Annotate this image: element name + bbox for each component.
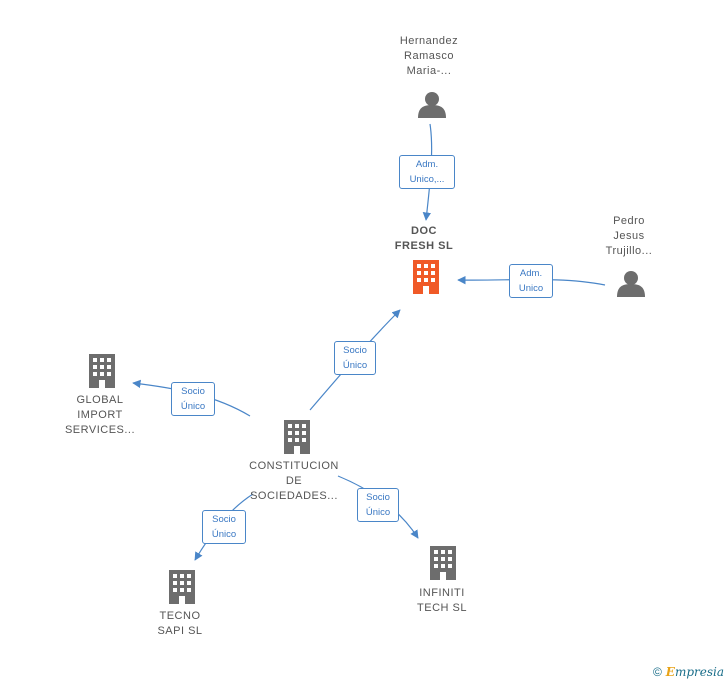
person-icon[interactable] (418, 92, 446, 118)
node-label-person-right[interactable]: Pedro Jesus Trujillo... (605, 215, 653, 257)
edge-label-adm-right: Adm. Unico (509, 264, 553, 298)
edge-label-socio-infiniti: Socio Único (357, 488, 399, 522)
node-label-constitucion[interactable]: CONSTITUCION DE SOCIEDADES... (249, 460, 339, 502)
edge-label-socio-tecno: Socio Único (202, 510, 246, 544)
building-icon[interactable] (430, 546, 456, 580)
building-icon[interactable] (284, 420, 310, 454)
brand-logo: Empresia (665, 665, 724, 679)
node-label-infiniti-tech[interactable]: INFINITI TECH SL (417, 587, 467, 614)
node-label-doc-fresh[interactable]: DOC FRESH SL (394, 225, 454, 252)
brand-footer: ©Empresia (653, 665, 724, 679)
building-icon[interactable] (413, 260, 439, 294)
edge-label-adm-top: Adm. Unico,... (399, 155, 455, 189)
node-label-global-import[interactable]: GLOBAL IMPORT SERVICES... (64, 394, 136, 436)
edge-label-socio-global: Socio Único (171, 382, 215, 416)
node-label-person-top[interactable]: Hernandez Ramasco Maria-... (399, 35, 459, 77)
person-icon[interactable] (617, 271, 645, 297)
copyright-icon: © (652, 665, 662, 679)
building-icon[interactable] (169, 570, 195, 604)
edge-label-socio-doc: Socio Único (334, 341, 376, 375)
node-label-tecno-sapi[interactable]: TECNO SAPI SL (157, 610, 203, 637)
building-icon[interactable] (89, 354, 115, 388)
